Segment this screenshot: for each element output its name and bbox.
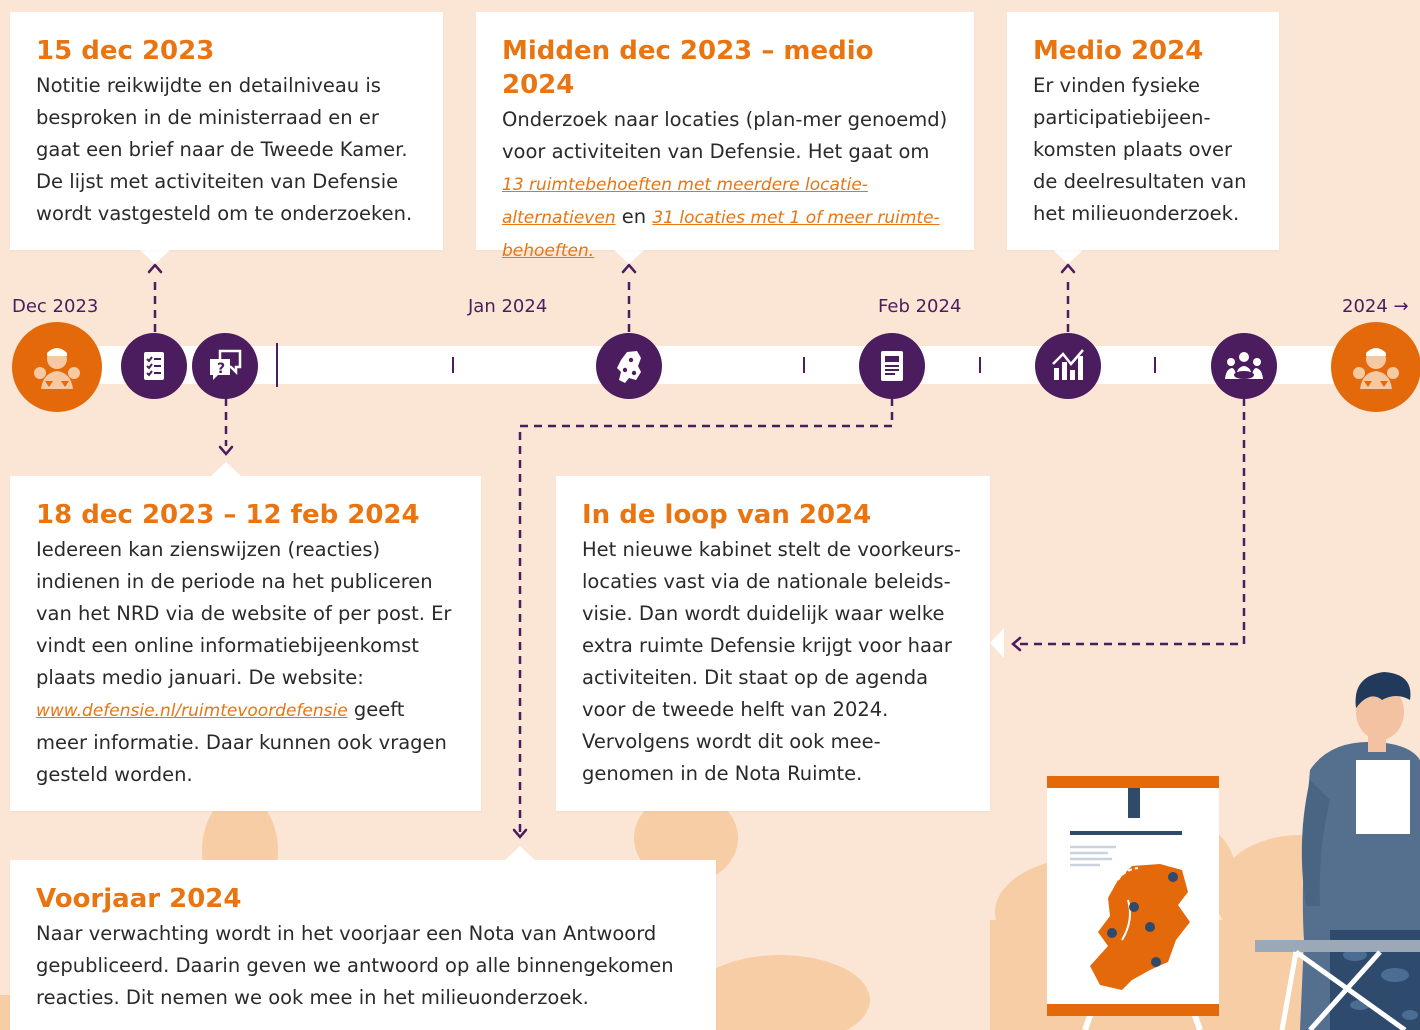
arrowhead [512,828,528,839]
card-medio: Medio 2024 Er vinden fysieke participati… [1007,12,1279,250]
netherlands-map [1090,864,1190,990]
question-bubbles-icon: ? [192,333,258,399]
netherlands-map-icon [596,333,662,399]
arrowhead [1011,636,1022,652]
card-body: Er vinden fysieke participatiebijeen-kom… [1033,74,1247,225]
card-title: Voorjaar 2024 [36,884,242,914]
soldiers-icon [1331,322,1420,412]
card-body-text: en [621,205,647,228]
card-loop2024: In de loop van 2024 Het nieuwe kabinet s… [556,476,990,811]
card-dec15: 15 dec 2023 Notitie reikwijdte en detail… [10,12,443,250]
arrowhead [1060,263,1076,274]
link-website[interactable]: www.defensie.nl/ruimtevoordefensie [36,701,348,721]
card-midden: Midden dec 2023 – medio 2024 Onderzoek n… [476,12,974,261]
timeline-label-2024: 2024 → [1342,296,1409,317]
arrowhead [147,263,163,274]
meeting-icon [1211,333,1277,399]
card-tail [140,250,170,264]
card-title: Midden dec 2023 – medio 2024 [502,36,874,100]
card-body: Notitie reikwijdte en detailniveau is be… [36,74,413,225]
table-top [1255,940,1420,952]
arrowhead [621,263,637,274]
card-zienswijzen: 18 dec 2023 – 12 feb 2024 Iedereen kan z… [10,476,481,811]
card-body: Het nieuwe kabinet stelt de voorkeurs-lo… [582,538,961,785]
soldiers-icon [12,322,102,412]
checklist-document-icon [121,333,187,399]
timeline-label-jan2024: Jan 2024 [468,296,548,317]
card-body: Naar verwachting wordt in het voorjaar e… [36,922,674,1009]
card-tail [990,628,1004,658]
card-tail [614,250,644,264]
card-body-text: Onderzoek naar locaties (plan-mer genoem… [502,108,948,163]
card-body: Onderzoek naar locaties (plan-mer genoem… [502,104,948,267]
card-body-text: geeft meer informatie. Daar kunnen ook v… [36,698,447,786]
link-ruimtebehoeften[interactable]: 13 ruimtebehoeften met meerdere locatie-… [502,175,868,228]
person-head [1356,684,1404,740]
card-body: Iedereen kan zienswijzen (reacties) indi… [36,534,455,791]
document-icon [859,333,925,399]
card-title: 18 dec 2023 – 12 feb 2024 [36,500,420,530]
connector-voorjaar [518,398,894,832]
link-locaties[interactable]: 31 locaties met 1 of meer ruimte-behoeft… [502,208,940,261]
chart-icon [1035,333,1101,399]
paper-sheet [1356,760,1410,834]
card-body-text: Iedereen kan zienswijzen (reacties) indi… [36,538,452,689]
connector-loop2024 [1018,398,1246,646]
card-title: Medio 2024 [1033,36,1204,66]
arrowhead [218,445,234,456]
svg-text:?: ? [217,361,225,377]
card-title: 15 dec 2023 [36,36,215,66]
timeline-label-feb2024: Feb 2024 [878,296,962,317]
card-title: In de loop van 2024 [582,500,872,530]
card-voorjaar: Voorjaar 2024 Naar verwachting wordt in … [10,860,716,1030]
card-tail [1053,250,1083,264]
card-tail [211,462,241,476]
timeline-label-dec2023: Dec 2023 [12,296,99,317]
card-tail [505,846,535,860]
